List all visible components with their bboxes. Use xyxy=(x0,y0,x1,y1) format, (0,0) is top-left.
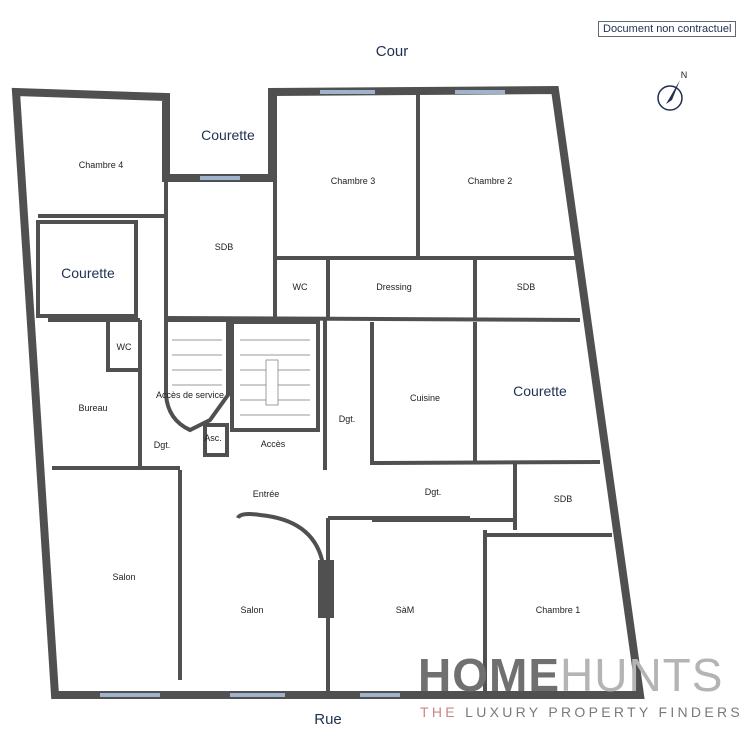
fireplace xyxy=(318,560,334,618)
room-courette-right: Courette xyxy=(513,383,567,399)
brand-tagline: THE LUXURY PROPERTY FINDERS xyxy=(420,704,743,720)
staircase xyxy=(172,339,310,416)
tagline-the: THE xyxy=(420,704,458,720)
room-courette-left: Courette xyxy=(61,265,115,281)
disclaimer-label: Document non contractuel xyxy=(598,21,737,37)
room-cuisine: Cuisine xyxy=(410,393,440,403)
room-chambre3: Chambre 3 xyxy=(331,176,376,186)
room-chambre4: Chambre 4 xyxy=(79,160,124,170)
room-dgt-right: Dgt. xyxy=(425,487,442,497)
room-courette-top: Courette xyxy=(201,127,255,143)
windows xyxy=(100,90,505,697)
room-entree: Entrée xyxy=(253,489,280,499)
room-acces-service: Accès de service xyxy=(156,390,224,400)
room-sdb-bottom: SDB xyxy=(554,494,573,504)
room-sdb-left: SDB xyxy=(215,242,234,252)
tagline-rest: LUXURY PROPERTY FINDERS xyxy=(465,704,744,720)
room-chambre1: Chambre 1 xyxy=(536,605,581,615)
room-acces: Accès xyxy=(261,439,286,449)
room-dgt-center: Dgt. xyxy=(339,414,356,424)
room-salon-left: Salon xyxy=(112,572,135,582)
room-sdb-right: SDB xyxy=(517,282,536,292)
brand-logo: HOMEHUNTS xyxy=(418,652,723,698)
room-bureau: Bureau xyxy=(78,403,107,413)
room-dressing: Dressing xyxy=(376,282,412,292)
entry-curve xyxy=(236,512,324,590)
room-sam: SàM xyxy=(396,605,415,615)
label-cour: Cour xyxy=(376,43,409,60)
room-wc-top: WC xyxy=(293,282,308,292)
brand-part2: HUNTS xyxy=(560,649,724,701)
room-asc: Asc. xyxy=(204,433,222,443)
room-dgt-left: Dgt. xyxy=(154,440,171,450)
compass-north-label: N xyxy=(681,70,688,80)
room-salon-center: Salon xyxy=(240,605,263,615)
room-wc-left: WC xyxy=(117,342,132,352)
compass-icon: N xyxy=(657,70,688,114)
label-rue: Rue xyxy=(314,711,342,728)
room-chambre2: Chambre 2 xyxy=(468,176,513,186)
brand-part1: HOME xyxy=(418,649,560,701)
